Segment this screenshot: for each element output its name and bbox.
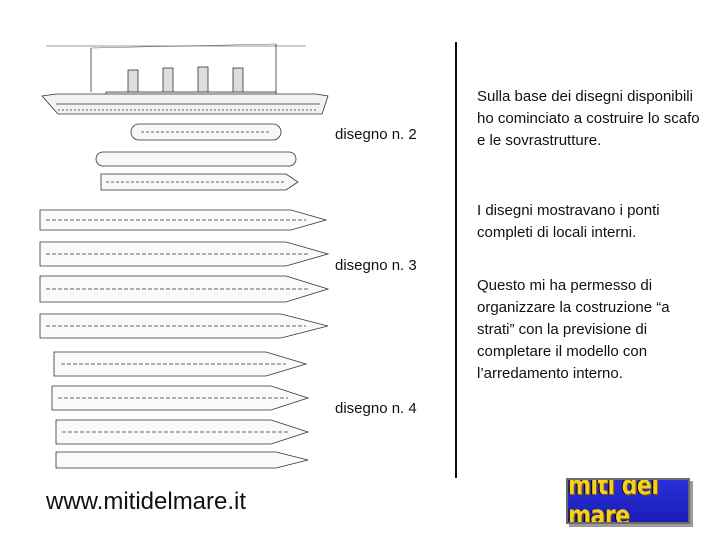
vertical-divider — [455, 42, 457, 478]
miti-del-mare-logo: miti del mare — [566, 478, 690, 524]
drawing-2-deck-plans — [95, 123, 299, 191]
drawing-4-label: disegno n. 4 — [335, 400, 417, 417]
drawing-3-label: disegno n. 3 — [335, 257, 417, 274]
drawing-3-deck-plans — [39, 209, 330, 339]
paragraph-deck-drawings: I disegni mostravano i ponti completi di… — [477, 202, 660, 241]
drawing-2-label: disegno n. 2 — [335, 126, 417, 143]
website-url: www.mitidelmare.it — [46, 488, 247, 515]
drawing-4-deck-plans — [51, 351, 310, 469]
paragraph-base-drawings: Sulla base dei disegni disponibili ho co… — [477, 88, 700, 149]
ship-plans-image — [36, 34, 332, 470]
paragraph-layered-construction: Questo mi ha permesso di organizzare la … — [477, 277, 670, 382]
ship-elevation-drawing — [41, 43, 329, 115]
logo-text: miti del mare — [568, 478, 659, 524]
